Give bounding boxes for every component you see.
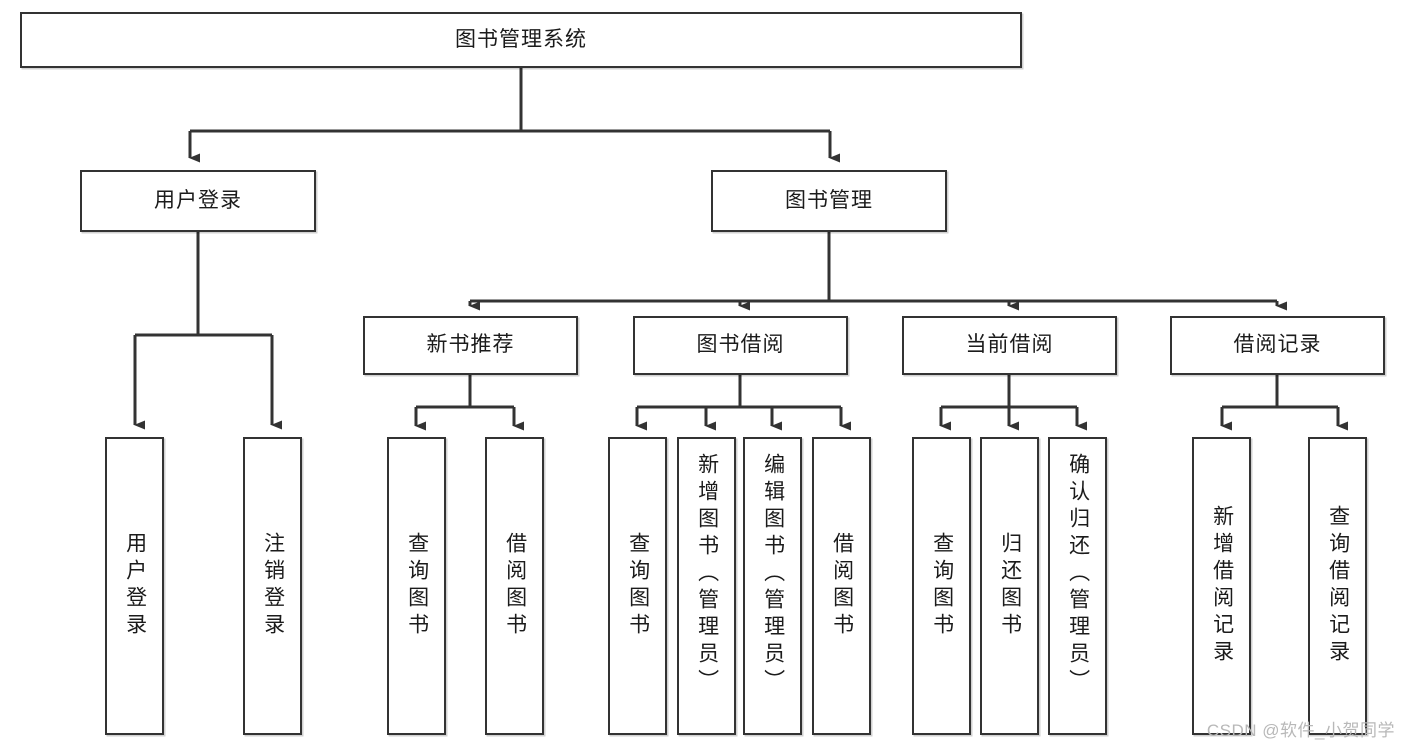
node-root[interactable]: 图书管理系统 (20, 12, 1022, 68)
node-leaf-user-logout[interactable]: 注销登录 (243, 437, 302, 735)
node-leaf-record-query-label: 查询借阅记录 (1326, 505, 1350, 667)
node-leaf-borrow-query-book-label: 查询图书 (626, 532, 650, 640)
node-leaf-borrow-add-book-label: 新增图书（管理员） (695, 453, 719, 696)
node-root-label: 图书管理系统 (455, 27, 587, 51)
node-user-login[interactable]: 用户登录 (80, 170, 316, 232)
node-leaf-record-add-label: 新增借阅记录 (1210, 505, 1234, 667)
node-borrow-record[interactable]: 借阅记录 (1170, 316, 1385, 375)
node-leaf-current-confirm-return[interactable]: 确认归还（管理员） (1048, 437, 1107, 735)
node-leaf-current-return-book[interactable]: 归还图书 (980, 437, 1039, 735)
node-user-login-label: 用户登录 (154, 188, 242, 212)
node-leaf-user-login[interactable]: 用户登录 (105, 437, 164, 735)
node-leaf-current-confirm-return-label: 确认归还（管理员） (1066, 453, 1090, 696)
node-leaf-borrow-edit-book[interactable]: 编辑图书（管理员） (743, 437, 802, 735)
node-new-book-recommend-label: 新书推荐 (426, 333, 515, 357)
node-leaf-borrow-lend-book[interactable]: 借阅图书 (812, 437, 871, 735)
node-current-borrow-label: 当前借阅 (965, 333, 1054, 357)
node-new-book-recommend[interactable]: 新书推荐 (363, 316, 578, 375)
node-leaf-current-return-book-label: 归还图书 (998, 532, 1022, 640)
node-leaf-current-query-book[interactable]: 查询图书 (912, 437, 971, 735)
node-leaf-borrow-query-book[interactable]: 查询图书 (608, 437, 667, 735)
node-book-borrow-label: 图书借阅 (696, 333, 785, 357)
node-book-manage[interactable]: 图书管理 (711, 170, 947, 232)
node-leaf-user-logout-label: 注销登录 (261, 532, 285, 640)
node-leaf-current-query-book-label: 查询图书 (930, 532, 954, 640)
node-book-borrow[interactable]: 图书借阅 (633, 316, 848, 375)
node-current-borrow[interactable]: 当前借阅 (902, 316, 1117, 375)
node-book-manage-label: 图书管理 (785, 188, 873, 212)
watermark-text: CSDN @软件_小贺同学 (1206, 721, 1395, 740)
node-leaf-record-query[interactable]: 查询借阅记录 (1308, 437, 1367, 735)
node-leaf-rec-borrow-book[interactable]: 借阅图书 (485, 437, 544, 735)
node-leaf-borrow-lend-book-label: 借阅图书 (830, 532, 854, 640)
node-leaf-user-login-label: 用户登录 (123, 532, 147, 640)
node-leaf-borrow-edit-book-label: 编辑图书（管理员） (761, 453, 785, 696)
node-leaf-rec-borrow-book-label: 借阅图书 (503, 532, 527, 640)
node-leaf-rec-query-book-label: 查询图书 (405, 532, 429, 640)
node-leaf-rec-query-book[interactable]: 查询图书 (387, 437, 446, 735)
node-leaf-borrow-add-book[interactable]: 新增图书（管理员） (677, 437, 736, 735)
node-borrow-record-label: 借阅记录 (1233, 333, 1322, 357)
node-leaf-record-add[interactable]: 新增借阅记录 (1192, 437, 1251, 735)
